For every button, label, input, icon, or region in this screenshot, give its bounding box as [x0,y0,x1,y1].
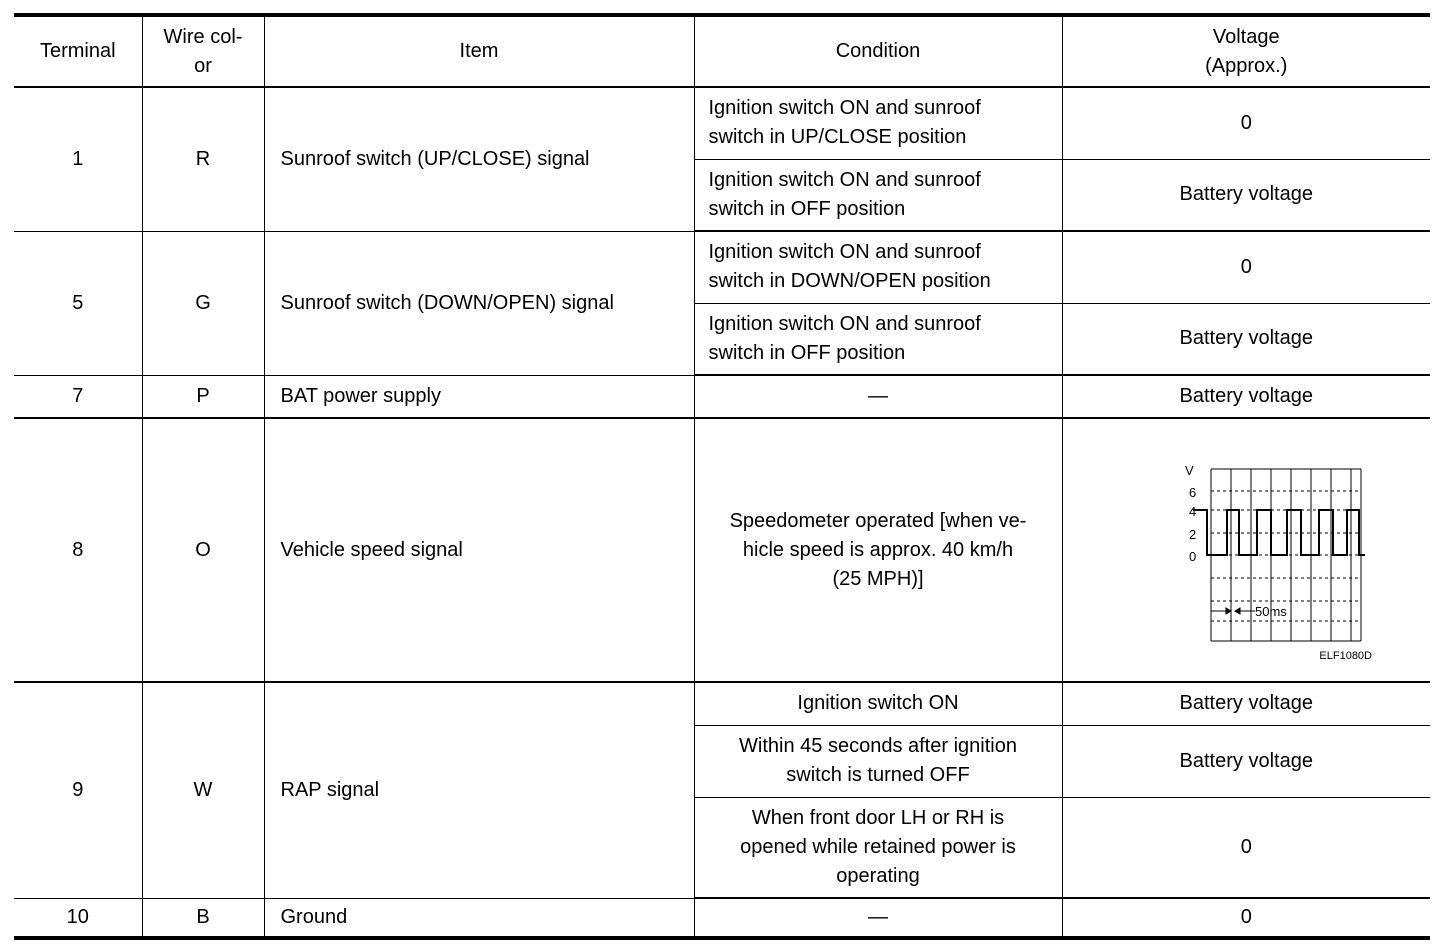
condition-cell: Ignition switch ON [693,681,1063,726]
table-row: 8 O Vehicle speed signal Speedometer ope… [14,417,1430,683]
table-row: 10 B Ground — 0 [14,897,1430,939]
table-row: 1 R Sunroof switch (UP/CLOSE) signal Ign… [14,86,1430,232]
voltage-cell: Battery voltage [1061,302,1430,376]
wire-color-cell: P [141,374,265,419]
item-cell: Sunroof switch (DOWN/OPEN) signal [263,230,695,376]
table-row: 9 W RAP signal Ignition switch ON Batter… [14,681,1430,899]
wire-color-cell: G [141,230,265,376]
condition-cell: — [693,374,1063,419]
pulse-waveform-figure: V 6 4 2 0 50ms [1185,463,1365,642]
header-wire-color: Wire col-or [141,14,265,88]
terminal-cell: 10 [14,897,143,939]
voltage-cell: Battery voltage [1061,158,1430,232]
waveform-time-label: 50ms [1255,604,1287,619]
wire-color-cell: R [141,86,265,232]
condition-cell: Speedometer operated [when ve-hicle spee… [693,417,1063,683]
wire-color-cell: O [141,417,265,683]
item-cell: Sunroof switch (UP/CLOSE) signal [263,86,695,232]
voltage-cell: 0 [1061,796,1430,899]
waveform-axis-label: V [1185,463,1194,478]
waveform-tick-label: 0 [1189,549,1196,564]
header-voltage: Voltage(Approx.) [1061,14,1430,88]
terminal-cell: 1 [14,86,143,232]
wire-color-cell: W [141,681,265,899]
voltage-cell: Battery voltage [1061,681,1430,726]
terminal-cell: 7 [14,374,143,419]
waveform-tick-label: 6 [1189,485,1196,500]
voltage-cell: 0 [1061,230,1430,304]
wire-color-cell: B [141,897,265,939]
voltage-cell: 0 [1061,86,1430,160]
item-cell: BAT power supply [263,374,695,419]
header-terminal: Terminal [14,14,143,88]
terminal-cell: 8 [14,417,143,683]
item-cell: RAP signal [263,681,695,899]
waveform-tick-label: 2 [1189,527,1196,542]
terminal-cell: 5 [14,230,143,376]
condition-cell: — [693,897,1063,939]
header-item: Item [263,14,695,88]
waveform-cell: V 6 4 2 0 50ms ELF1080D [1061,417,1430,683]
table-row: 5 G Sunroof switch (DOWN/OPEN) signal Ig… [14,230,1430,376]
figure-code: ELF1080D [1319,650,1372,662]
voltage-cell: Battery voltage [1061,724,1430,798]
header-row: Terminal Wire col-or Item Condition Volt… [14,14,1430,88]
terminal-cell: 9 [14,681,143,899]
voltage-cell: Battery voltage [1061,374,1430,419]
item-cell: Ground [263,897,695,939]
table-row: 7 P BAT power supply — Battery voltage [14,374,1430,419]
item-cell: Vehicle speed signal [263,417,695,683]
terminal-spec-table: Terminal Wire col-or Item Condition Volt… [14,13,1430,940]
header-condition: Condition [693,14,1063,88]
waveform-tick-label: 4 [1189,504,1196,519]
voltage-cell: 0 [1061,897,1430,939]
